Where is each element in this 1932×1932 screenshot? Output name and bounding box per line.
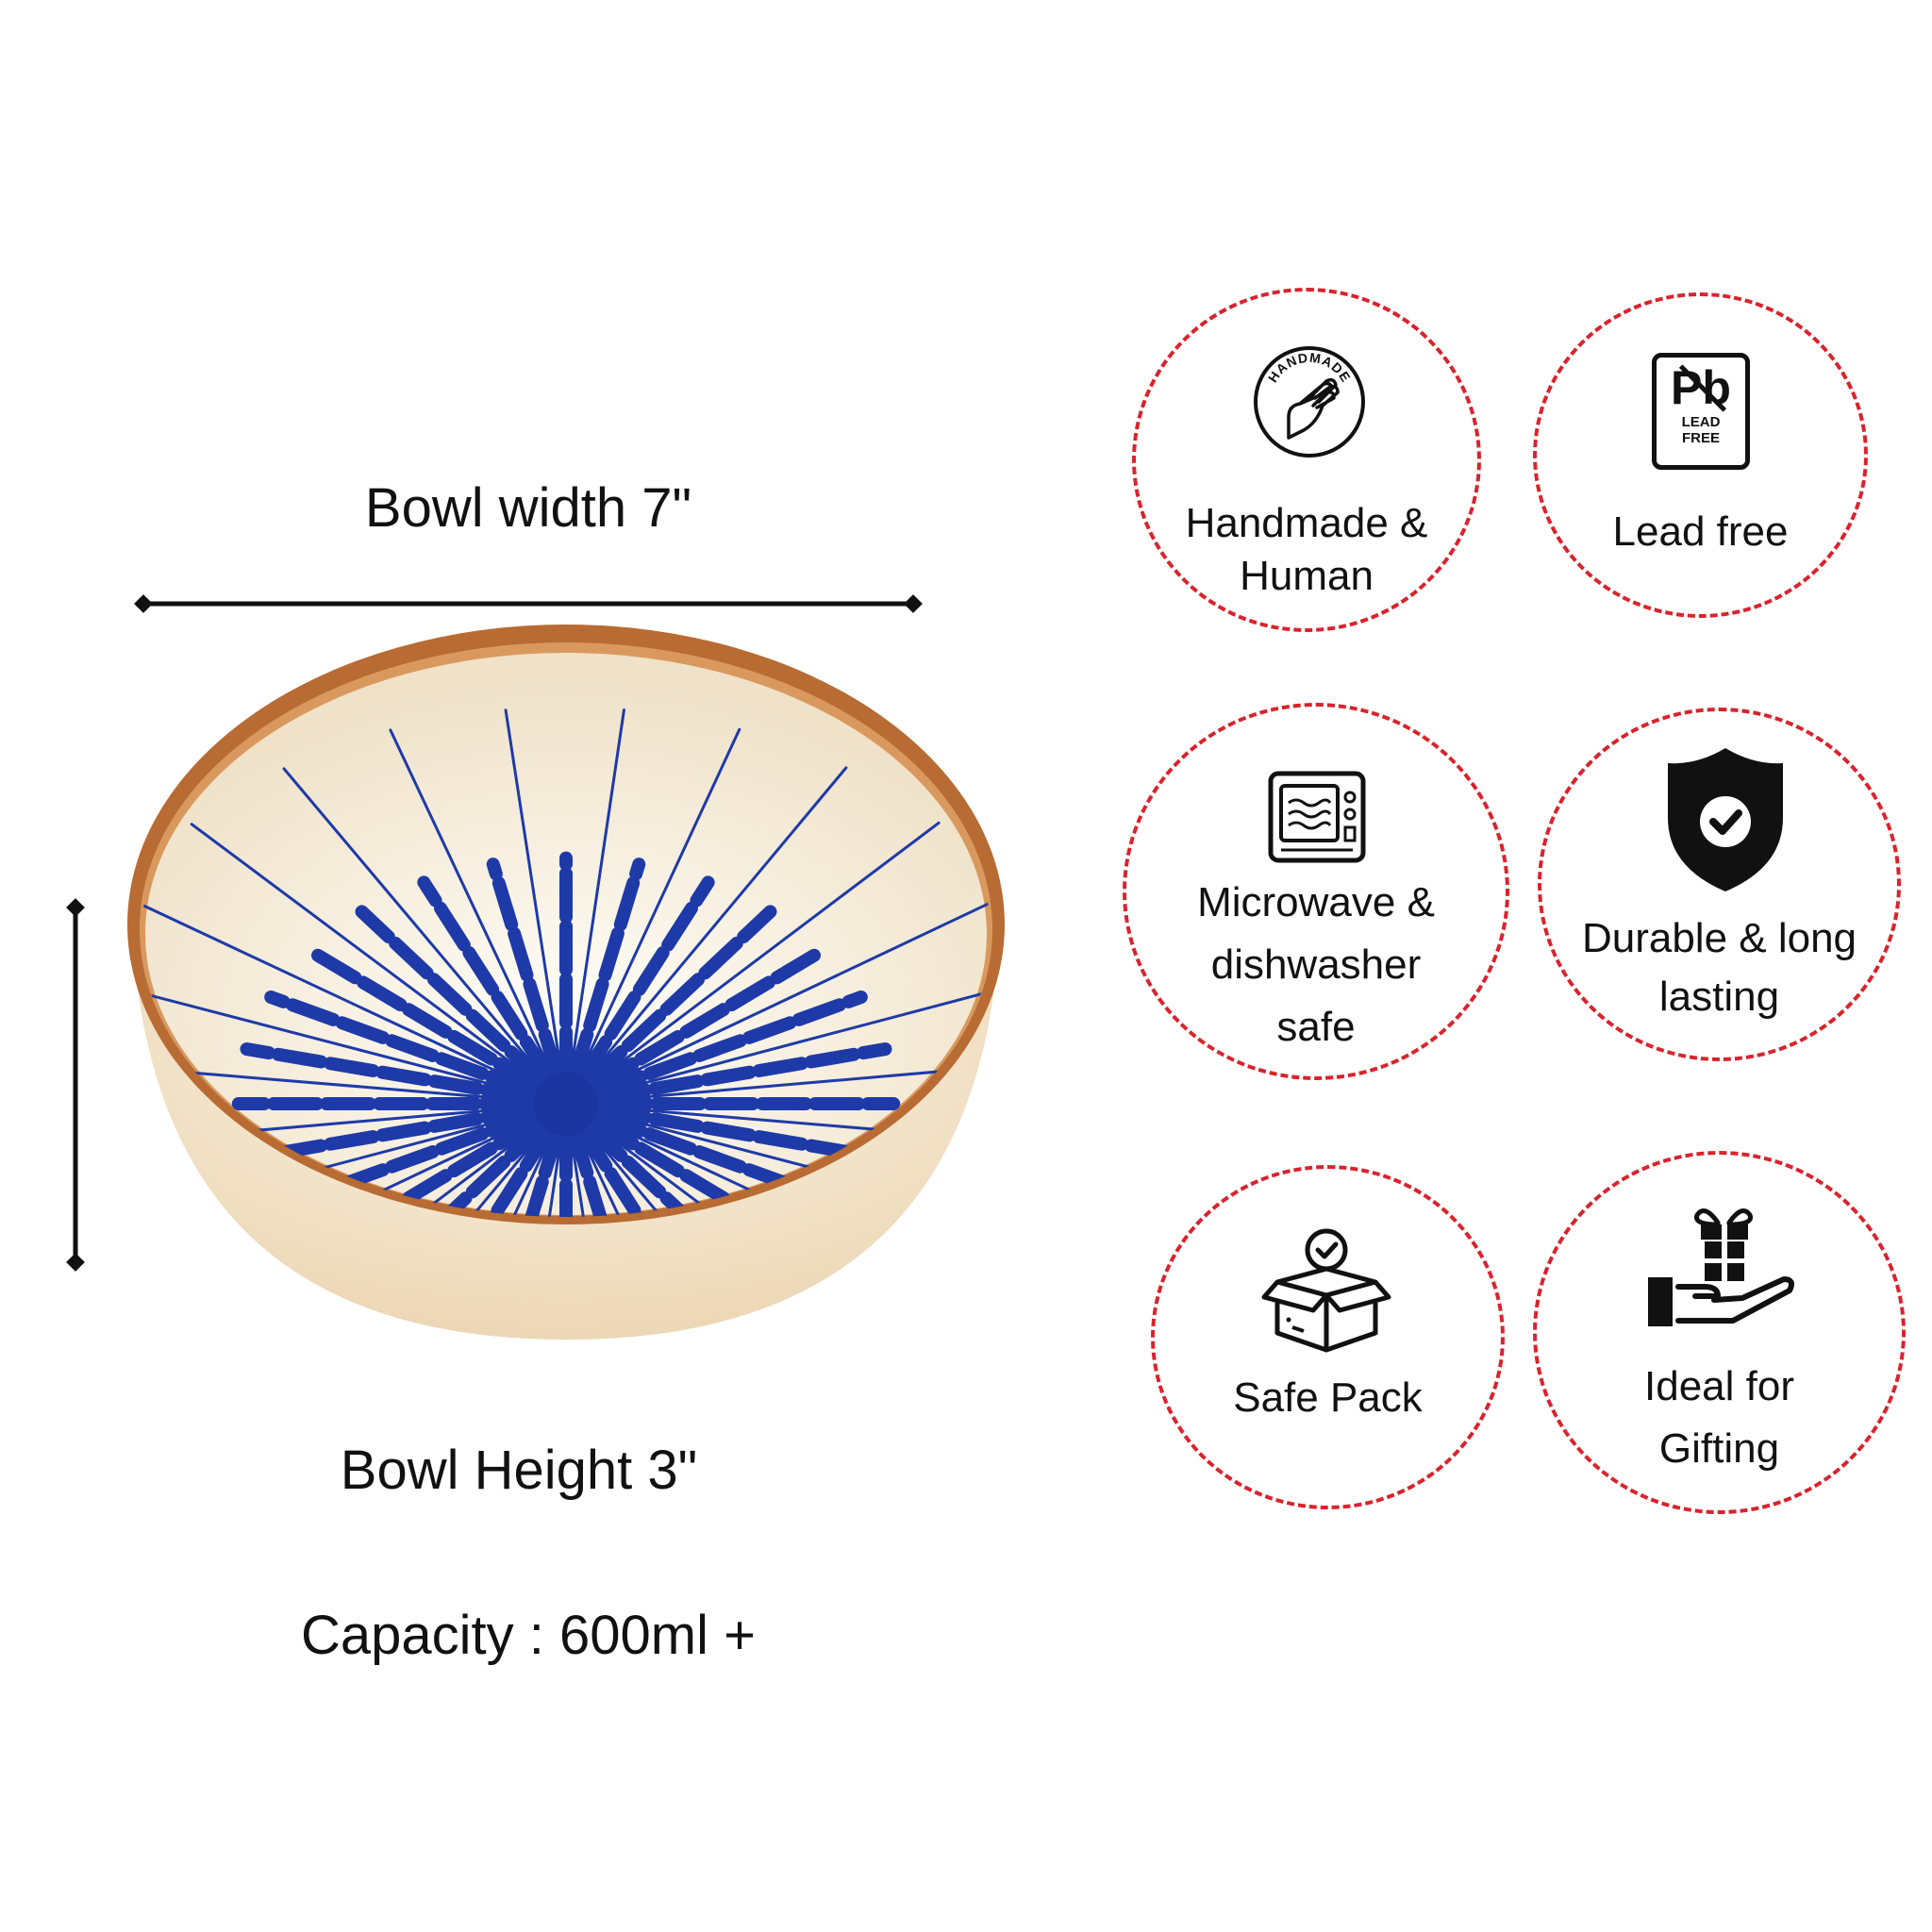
bowl-leaf-stroke (575, 1123, 715, 1217)
bowl-thin-stroke (564, 1102, 991, 1149)
badge-gifting: Ideal for Gifting (1533, 1151, 1906, 1514)
badge-safe-pack-line1: Safe Pack (1233, 1374, 1423, 1421)
microwave-icon (1268, 771, 1366, 863)
bowl-leaf-stroke (355, 905, 550, 1089)
svg-text:HANDMADE: HANDMADE (1265, 350, 1354, 386)
bowl-leaf-stroke (589, 943, 829, 1093)
bowl-leaf-stroke (417, 875, 557, 1085)
bowl-leaf-stroke (582, 905, 777, 1089)
bowl-thin-stroke (391, 1102, 568, 1217)
bowl-thin-stroke (142, 1102, 568, 1151)
bowl-thin-stroke (564, 1057, 991, 1106)
bowl-thin-stroke (284, 1102, 568, 1217)
bowl-leaf-stroke (417, 1123, 557, 1217)
bowl-thin-stroke (564, 891, 991, 1106)
badge-lead-free-line1: Lead free (1612, 508, 1789, 555)
shield-check-icon (1668, 748, 1783, 891)
handmade-icon-text: HANDMADE (1265, 350, 1353, 386)
bowl-thin-stroke (564, 1102, 850, 1217)
lead-free-icon-text1: LEAD (1681, 414, 1721, 430)
badge-handmade-line1: Handmade & (1185, 500, 1428, 546)
badge-handmade-line2: Human (1240, 553, 1374, 600)
badge-safe-pack: Safe Pack (1151, 1165, 1505, 1509)
lead-free-icon-text2: FREE (1681, 430, 1720, 446)
bowl-thin-stroke (564, 766, 848, 1106)
bowl-height-label: Bowl Height 3" (340, 1440, 698, 1501)
bowl-thin-stroke (192, 1102, 568, 1217)
bowl-thin-stroke (564, 708, 625, 1106)
height-dimension-line (66, 898, 85, 1272)
box-check-icon (1261, 1228, 1391, 1353)
gift-hand-icon (1648, 1208, 1794, 1326)
handmade-hand-icon: HANDMADE (1254, 346, 1365, 458)
bowl-leaf-stroke (593, 991, 868, 1098)
badge-microwave-line1: Microwave & (1197, 879, 1435, 925)
badge-gifting-line2: Gifting (1658, 1425, 1780, 1472)
bowl-thin-stroke (507, 1102, 568, 1217)
bowl-thin-stroke (142, 1058, 568, 1106)
bowl-leaf-stroke (595, 1103, 892, 1165)
bowl-thin-stroke (564, 1102, 743, 1217)
bowl-leaf-stroke (303, 943, 543, 1093)
bowl-thin-stroke (389, 728, 568, 1106)
bowl-leaf-stroke (575, 875, 715, 1085)
bowl-leaf-stroke (589, 1114, 829, 1217)
bowl-thin-stroke (190, 823, 568, 1106)
badge-handmade: HANDMADE Handmade & Human (1132, 288, 1481, 632)
badge-durable-line1: Durable & long (1581, 915, 1857, 961)
bowl-thin-stroke (564, 727, 741, 1106)
bowl-leaf-stroke (595, 1042, 892, 1105)
bowl-image (127, 625, 1005, 1340)
bowl-leaf-stroke (240, 1103, 537, 1165)
bowl-leaf-stroke (240, 1042, 537, 1105)
bowl-thin-stroke (282, 767, 568, 1106)
badge-microwave: Microwave & dishwasher safe (1123, 703, 1509, 1080)
badge-gifting-line1: Ideal for (1644, 1363, 1794, 1409)
lead-free-icon: Pb LEAD FREE (1652, 353, 1750, 470)
bowl-leaf-stroke (567, 1124, 646, 1217)
capacity-label: Capacity : 600ml + (301, 1605, 756, 1666)
badge-durable: Durable & long lasting (1538, 708, 1901, 1061)
bowl-thin-stroke (564, 1102, 628, 1217)
badge-durable-line2: lasting (1658, 973, 1780, 1020)
bowl-leaf-stroke (303, 1114, 543, 1217)
bowl-thin-stroke (564, 1102, 942, 1217)
bowl-thin-stroke (504, 708, 568, 1106)
badge-lead-free: Pb LEAD FREE Lead free (1533, 292, 1868, 618)
badge-microwave-line2: dishwasher (1210, 941, 1422, 988)
width-dimension-line (134, 594, 923, 613)
bowl-leaf-stroke (264, 991, 539, 1098)
badge-microwave-line3: safe (1276, 1004, 1356, 1050)
bowl-thin-stroke (142, 891, 568, 1106)
bowl-leaf-stroke (486, 858, 565, 1083)
bowl-width-label: Bowl width 7" (364, 477, 692, 539)
bowl-leaf-stroke (567, 858, 646, 1083)
bowl-leaf-stroke (486, 1124, 565, 1217)
bowl-thin-stroke (564, 821, 941, 1106)
